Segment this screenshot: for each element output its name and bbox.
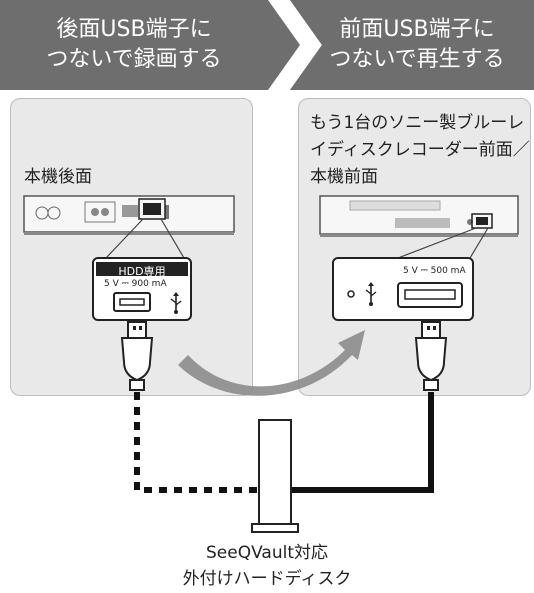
right-title-line2: つないで再生する (329, 47, 505, 72)
front-cable-solid (290, 392, 434, 493)
front-panel-label-line3: 本機前面 (310, 167, 378, 187)
front-power-spec: 5 V ⎓ 500 mA (403, 266, 466, 276)
usb-connector-icon (414, 321, 448, 391)
right-title-line1: 前面USB端子に (339, 17, 495, 42)
header-chevron (0, 0, 534, 90)
hard-disk-icon (251, 419, 299, 533)
device-caption-line1: SeeQVault対応 (206, 543, 328, 563)
usb-icon (170, 292, 182, 314)
front-panel-box (298, 98, 531, 396)
front-panel-label-line2: イディスクレコーダー前面／ (310, 140, 530, 160)
hdd-only-label: HDD専用 (118, 265, 166, 278)
front-recorder-icon (319, 195, 519, 237)
left-title-line1: 後面USB端子に (56, 17, 212, 42)
usb-connector-icon (120, 321, 154, 391)
rear-recorder-icon (23, 195, 235, 235)
right-banner-title: 前面USB端子に つないで再生する (300, 0, 534, 90)
device-caption-line2: 外付けハードディスク (182, 569, 352, 589)
front-panel-label-line1: もう1台のソニー製ブルーレ (310, 113, 525, 133)
rear-cable-dotted (134, 392, 260, 493)
arrow-curve-icon (178, 330, 365, 396)
rear-power-spec: 5 V ⎓ 900 mA (104, 279, 167, 289)
rear-panel-label: 本機後面 (24, 167, 92, 187)
left-banner-title: 後面USB端子に つないで録画する (0, 0, 268, 90)
left-title-line2: つないで録画する (46, 47, 222, 72)
